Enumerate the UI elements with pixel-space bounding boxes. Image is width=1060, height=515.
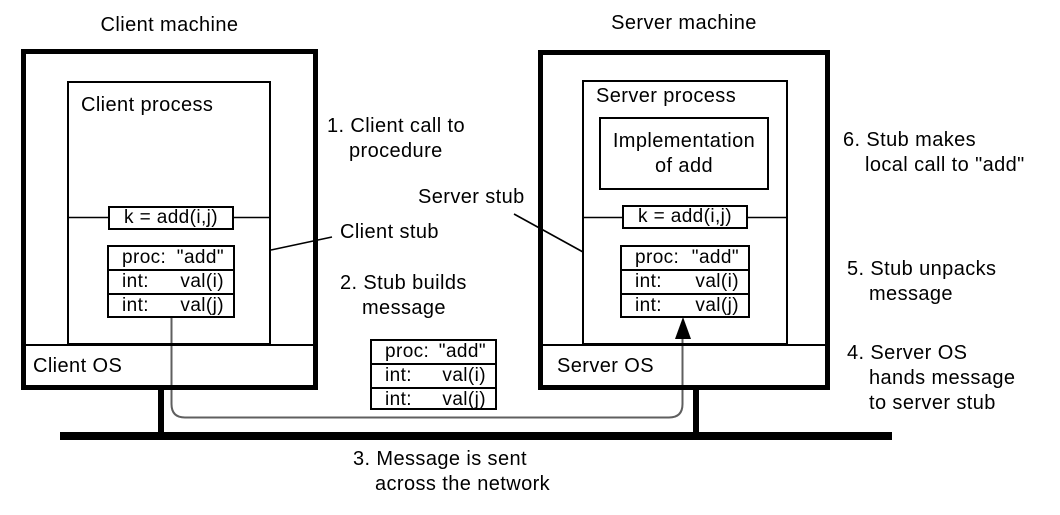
message-value: "add" bbox=[176, 247, 224, 268]
message-value: val(j) bbox=[180, 295, 224, 316]
step-4-os-hands-message: 4. Server OS hands message to server stu… bbox=[847, 341, 1015, 416]
message-row: proc: "add" bbox=[622, 247, 748, 269]
step-line: 4. Server OS bbox=[847, 342, 968, 364]
message-value: val(i) bbox=[695, 271, 739, 292]
message-key: int: bbox=[635, 295, 662, 316]
message-value: "add" bbox=[691, 247, 739, 268]
step-line: hands message bbox=[869, 367, 1016, 389]
client-process-label: Client process bbox=[81, 94, 214, 116]
server-network-connector bbox=[693, 390, 699, 433]
message-row: int: val(j) bbox=[622, 293, 748, 317]
step-line: 2. Stub builds bbox=[340, 272, 467, 294]
client-machine-box bbox=[21, 49, 318, 390]
message-value: val(j) bbox=[442, 389, 486, 410]
message-row: int: val(i) bbox=[109, 269, 233, 293]
step-line: 6. Stub makes bbox=[843, 129, 977, 151]
step-line: 1. Client call to bbox=[327, 115, 465, 137]
implementation-of-add-box: Implementation of add bbox=[599, 117, 769, 190]
message-row: int: val(i) bbox=[622, 269, 748, 293]
step-6-stub-local-call: 6. Stub makes local call to "add" bbox=[843, 128, 1025, 178]
step-1-client-call: 1. Client call to procedure bbox=[327, 114, 465, 164]
client-call-box: k = add(i,j) bbox=[108, 206, 234, 230]
message-key: int: bbox=[122, 271, 149, 292]
implementation-line: of add bbox=[654, 154, 713, 177]
server-machine-title: Server machine bbox=[611, 12, 757, 34]
server-message-box: proc: "add" int: val(i) int: val(j) bbox=[620, 245, 750, 318]
client-stub-label: Client stub bbox=[340, 221, 439, 243]
step-2-stub-builds-message: 2. Stub builds message bbox=[340, 271, 467, 321]
client-os-divider bbox=[26, 344, 313, 346]
step-line: procedure bbox=[349, 140, 443, 162]
network-bus-line bbox=[60, 432, 892, 440]
step-line: across the network bbox=[375, 473, 551, 495]
message-key: proc: bbox=[122, 247, 167, 268]
server-os-divider bbox=[543, 344, 825, 346]
message-key: int: bbox=[122, 295, 149, 316]
step-line: message bbox=[869, 283, 953, 305]
message-value: val(j) bbox=[695, 295, 739, 316]
message-key: int: bbox=[635, 271, 662, 292]
client-os-label: Client OS bbox=[33, 355, 123, 377]
client-machine-title: Client machine bbox=[100, 14, 239, 36]
client-message-box: proc: "add" int: val(i) int: val(j) bbox=[107, 245, 235, 318]
message-row: int: val(j) bbox=[372, 387, 495, 411]
message-key: int: bbox=[385, 365, 412, 386]
message-value: val(i) bbox=[442, 365, 486, 386]
message-value: val(i) bbox=[180, 271, 224, 292]
step-line: 3. Message is sent bbox=[353, 448, 527, 470]
step-3-message-sent: 3. Message is sent across the network bbox=[353, 447, 550, 497]
message-row: int: val(i) bbox=[372, 363, 495, 387]
step-line: to server stub bbox=[869, 392, 996, 414]
implementation-line: Implementation bbox=[612, 129, 756, 152]
message-key: proc: bbox=[635, 247, 680, 268]
server-os-label: Server OS bbox=[557, 355, 654, 377]
message-row: proc: "add" bbox=[109, 247, 233, 269]
client-network-connector bbox=[158, 390, 164, 433]
network-message-box: proc: "add" int: val(i) int: val(j) bbox=[370, 339, 497, 410]
message-key: proc: bbox=[385, 341, 430, 362]
message-row: proc: "add" bbox=[372, 341, 495, 363]
step-line: 5. Stub unpacks bbox=[847, 258, 997, 280]
message-key: int: bbox=[385, 389, 412, 410]
step-5-stub-unpacks: 5. Stub unpacks message bbox=[847, 257, 996, 307]
message-value: "add" bbox=[438, 341, 486, 362]
step-line: message bbox=[362, 297, 446, 319]
server-process-label: Server process bbox=[596, 85, 737, 107]
message-row: int: val(j) bbox=[109, 293, 233, 317]
server-call-box: k = add(i,j) bbox=[622, 205, 748, 229]
step-line: local call to "add" bbox=[865, 154, 1025, 176]
server-stub-label: Server stub bbox=[418, 186, 525, 208]
server-machine-box bbox=[538, 50, 830, 390]
